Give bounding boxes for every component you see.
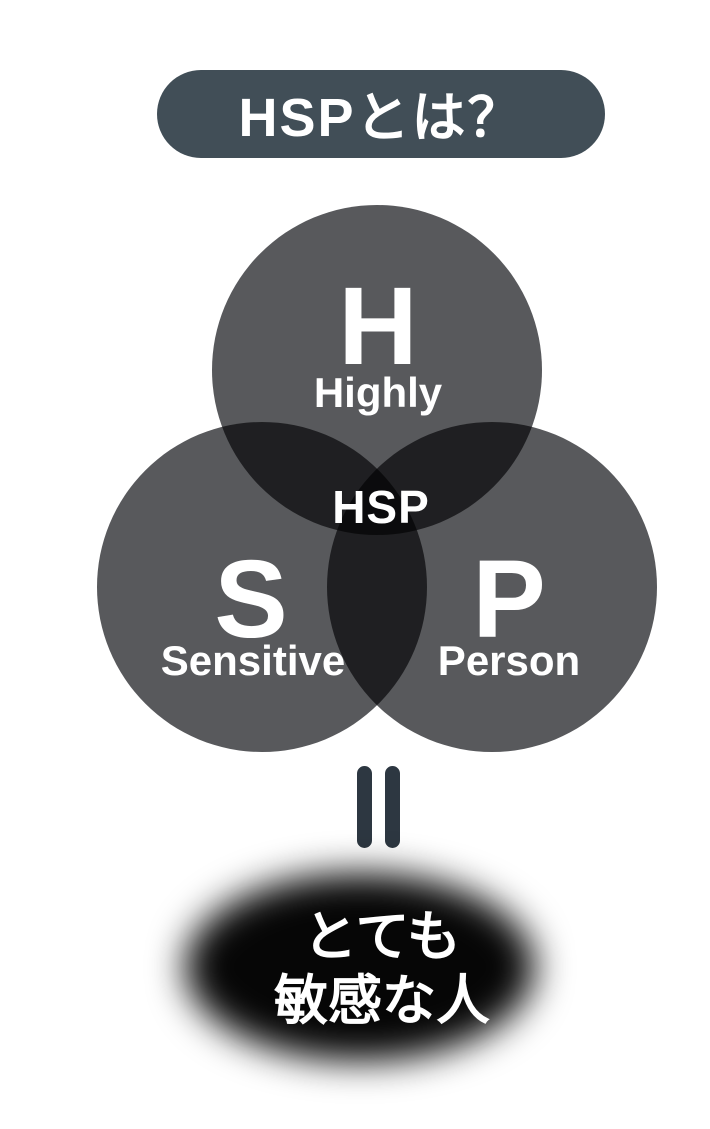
title-pill: HSPとは？ — [157, 70, 605, 158]
venn-circle-person — [327, 422, 657, 752]
result-text: とても 敏感な人 — [274, 906, 490, 1033]
venn-diagram: H Highly S Sensitive P Person HSP — [97, 205, 657, 752]
result-blob — [185, 873, 535, 1061]
circle-letter-h: H — [338, 265, 418, 388]
equals-icon — [357, 766, 400, 848]
circle-word-highly: Highly — [313, 369, 443, 416]
center-overlap-label: HSP — [332, 481, 430, 533]
equals-bar-right — [385, 766, 400, 848]
equals-bar-left — [357, 766, 372, 848]
result-text-line1: とても — [303, 907, 461, 967]
circle-letter-s: S — [214, 538, 288, 661]
circle-word-person: Person — [437, 637, 581, 684]
page-title: HSPとは？ — [238, 87, 524, 148]
circle-letter-p: P — [472, 538, 546, 661]
result-text-line2: 敏感な人 — [274, 970, 490, 1031]
circle-word-sensitive: Sensitive — [160, 637, 346, 684]
